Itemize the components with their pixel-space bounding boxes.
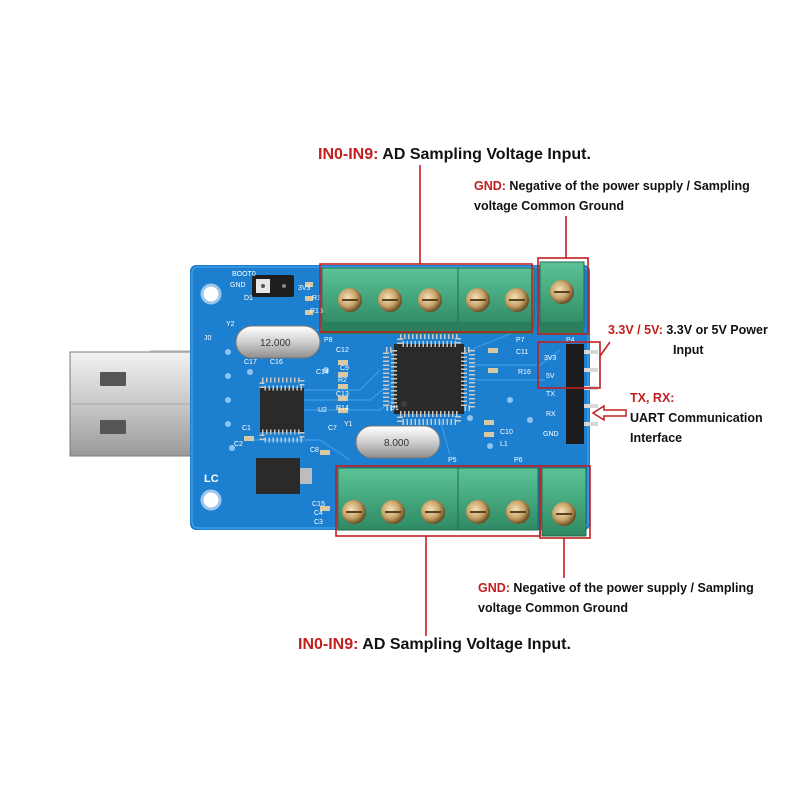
silk-p7: P7 (516, 337, 525, 344)
silk-p5: P5 (448, 457, 457, 464)
boot-jumper (252, 275, 294, 297)
annotation-text-2: Interface (630, 431, 683, 445)
callout-box-bottom-gnd (539, 465, 591, 539)
annotation-text-2: voltage Common Ground (474, 199, 624, 213)
silk-c7: C7 (328, 425, 337, 432)
crystal-y2 (235, 325, 321, 359)
silk-pin-5v: 5V (546, 373, 555, 380)
annotation-text: AD Sampling Voltage Input. (358, 636, 571, 653)
silk-lc-logo: LC (204, 473, 219, 485)
silk-u1: U1 (390, 405, 399, 412)
usb-connector (69, 350, 210, 457)
annotation-label: GND: (474, 179, 506, 193)
silk-c11: C11 (516, 349, 528, 356)
silk-r2: R2 (338, 377, 347, 384)
silk-p8: P8 (324, 337, 333, 344)
annotation-label: IN0-IN9: (318, 146, 379, 163)
bottom-screws (342, 500, 576, 526)
silk-c2: C2 (234, 441, 243, 448)
silk-c15: C15 (312, 501, 325, 508)
silk-l1: L1 (500, 441, 508, 448)
silk-r16: R16 (518, 369, 531, 376)
annotation-text: AD Sampling Voltage Input. (378, 146, 591, 163)
voltage-regulator (256, 458, 312, 494)
silk-r1: R1 (312, 295, 321, 302)
silk-j0: J0 (204, 335, 212, 342)
silk-pin-gnd: GND (543, 431, 559, 438)
silk-c1: C1 (242, 425, 251, 432)
annotation-label: TX, RX: (630, 391, 675, 405)
annotation-text: 3.3V or 5V Power (662, 323, 768, 337)
terminal-block-p3 (539, 261, 585, 334)
uart-arrow (591, 404, 627, 422)
silk-boot: BOOT0 (232, 271, 256, 278)
top-input-annotation: IN0-IN9: AD Sampling Voltage Input. (318, 146, 591, 164)
bottom-gnd-annotation: GND: Negative of the power supply / Samp… (478, 578, 754, 618)
top-screws (338, 280, 574, 312)
uart-annotation: TX, RX: UART Communication Interface (630, 388, 763, 448)
pin-header-p4 (566, 344, 598, 444)
silk-3v3: 3V3 (298, 285, 311, 292)
callout-box-top-inputs (319, 263, 533, 333)
silkscreen-labels: BOOT0 GND 3V3 D1 R1 R15 Y2 J0 12.000 8.0… (204, 253, 575, 526)
silk-crystal-12: 12.000 (260, 338, 291, 349)
callout-box-top-gnd (537, 257, 589, 335)
annotation-text-2: Input (673, 343, 704, 357)
silk-p3: P3 (548, 253, 557, 260)
silk-c9: C9 (340, 365, 349, 372)
silk-p4: P4 (566, 337, 575, 344)
mcu-chip (383, 333, 475, 425)
silk-r14: R14 (336, 405, 349, 412)
bottom-input-annotation: IN0-IN9: AD Sampling Voltage Input. (298, 636, 571, 654)
annotation-label: IN0-IN9: (298, 636, 359, 653)
silk-u2: U2 (318, 407, 327, 414)
power-annotation: 3.3V / 5V: 3.3V or 5V Power Input (608, 320, 768, 360)
silk-c3: C3 (314, 519, 323, 526)
callouts (319, 165, 611, 636)
leader-power (599, 341, 611, 357)
usb-uart-chip (259, 377, 305, 443)
silk-c13: C13 (336, 391, 349, 398)
annotation-text: Negative of the power supply / Sampling (509, 581, 754, 595)
silk-c17: C17 (244, 359, 257, 366)
silk-c12: C12 (336, 347, 349, 354)
callout-box-power (537, 341, 601, 389)
silk-c14: C14 (316, 369, 329, 376)
silk-p6: P6 (514, 457, 523, 464)
annotation-text: Negative of the power supply / Sampling (505, 179, 750, 193)
silk-d1: D1 (244, 295, 253, 302)
silk-y2: Y2 (226, 321, 235, 328)
silk-pin-3v3: 3V3 (544, 355, 557, 362)
annotation-label: 3.3V / 5V: (608, 323, 663, 337)
silk-y1: Y1 (344, 421, 353, 428)
annotation-label: GND: (478, 581, 510, 595)
silk-crystal-8: 8.000 (384, 438, 409, 449)
crystal-y1 (355, 425, 441, 459)
silk-pin-tx: TX (546, 391, 555, 398)
silk-c4: C4 (314, 510, 323, 517)
annotation-text: UART Communication (630, 411, 763, 425)
silk-gnd: GND (230, 282, 246, 289)
top-gnd-annotation: GND: Negative of the power supply / Samp… (474, 176, 750, 216)
silk-c16: C16 (270, 359, 283, 366)
silk-pin-rx: RX (546, 411, 556, 418)
silk-r15: R15 (310, 308, 323, 315)
silk-c8: C8 (310, 447, 319, 454)
smd-components (244, 282, 498, 511)
annotation-text-2: voltage Common Ground (478, 601, 628, 615)
silk-c10: C10 (500, 429, 513, 436)
